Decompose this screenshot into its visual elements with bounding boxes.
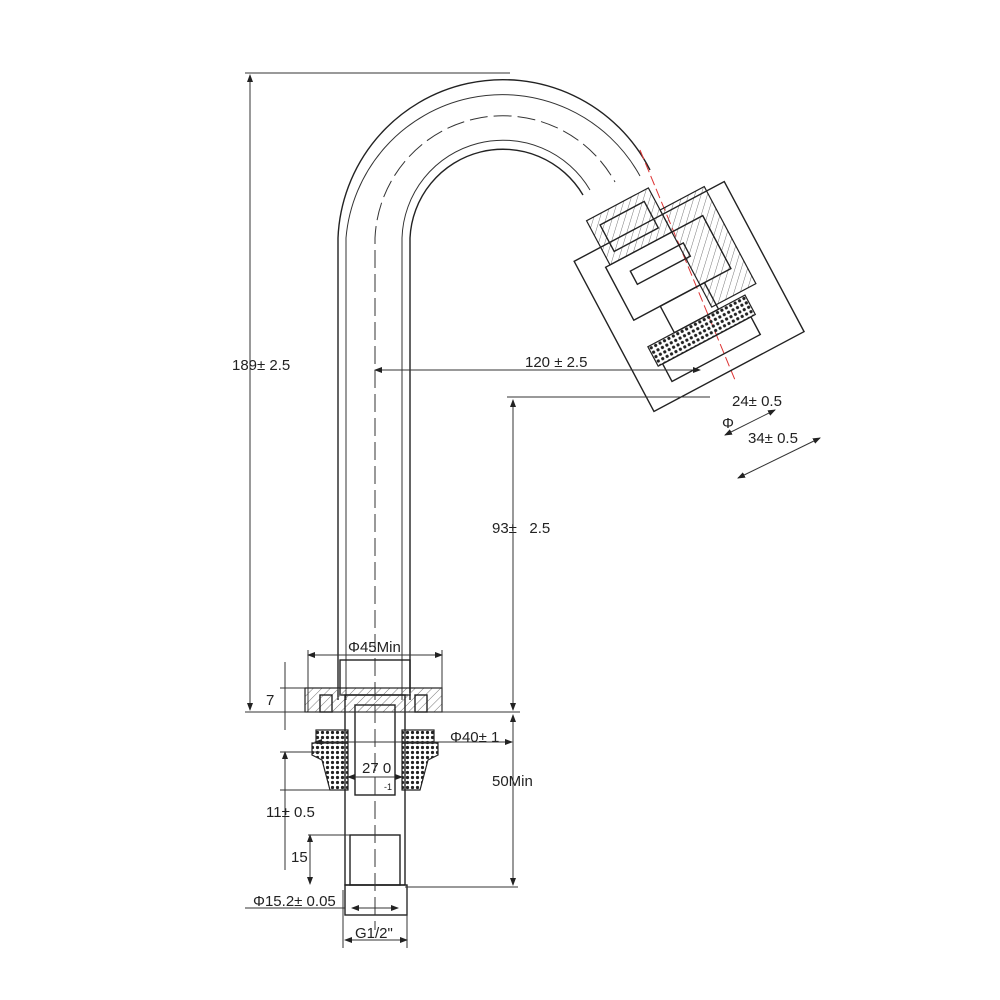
dim-spout-reach: 120 ± 2.5 xyxy=(525,354,587,371)
aerator xyxy=(573,180,806,413)
dim-nut-height: 11± 0.5 xyxy=(266,804,315,821)
dim-shank-dia: Φ15.2± 0.05 xyxy=(253,893,336,910)
dim-washer-dia: Φ40± 1 xyxy=(450,729,499,746)
base-assembly xyxy=(304,659,443,930)
dim-thread: G1/2" xyxy=(355,925,393,942)
dim-aerator-phi: Φ xyxy=(722,415,734,432)
dimension-lines xyxy=(245,72,821,948)
dim-nut-width: 27 0 xyxy=(362,760,391,777)
dim-aerator-outer: 34± 0.5 xyxy=(748,430,798,447)
dim-base-dia: Φ45Min xyxy=(348,639,401,656)
dim-nut-tol: -1 xyxy=(384,782,392,792)
dim-shank-min: 50Min xyxy=(492,773,533,790)
dim-base-height: 7 xyxy=(266,692,274,709)
dim-aerator-inner: 24± 0.5 xyxy=(732,393,782,410)
dim-total-height: 189± 2.5 xyxy=(232,357,290,374)
spout-tube xyxy=(337,78,736,700)
dim-outlet-height: 93± 2.5 xyxy=(492,520,550,537)
dim-thread-length: 15 xyxy=(291,849,308,866)
